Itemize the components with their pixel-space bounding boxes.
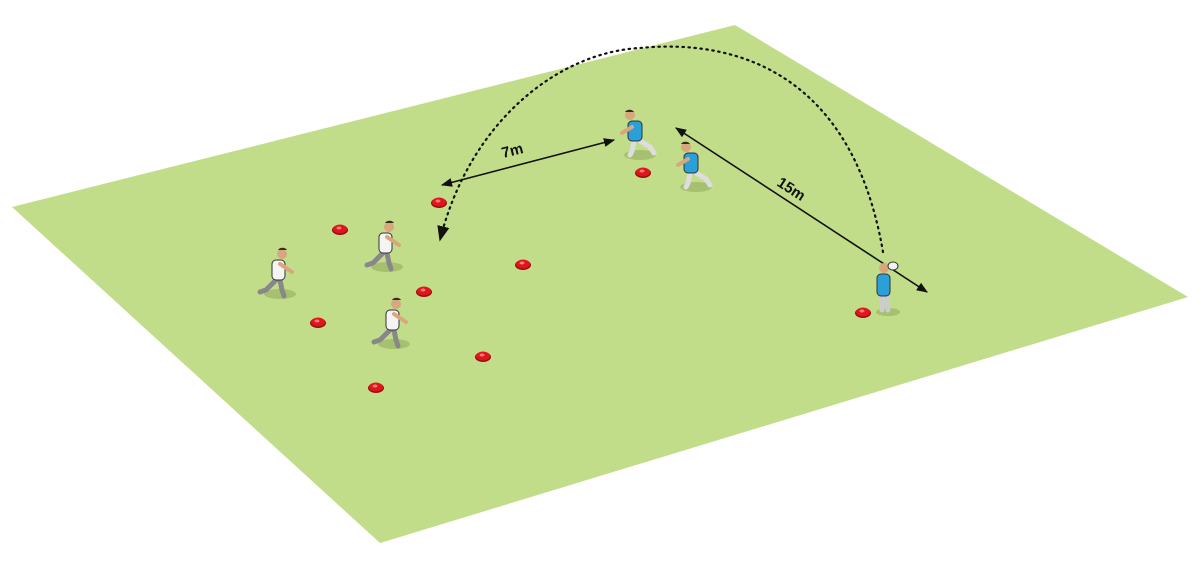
pitch xyxy=(12,25,1188,543)
player-blue xyxy=(676,141,713,192)
player-white xyxy=(364,220,403,272)
player-blue-kicker xyxy=(876,261,900,316)
kick-trajectory xyxy=(437,45,885,254)
white-players xyxy=(257,220,410,349)
blue-players xyxy=(620,109,900,316)
player-blue xyxy=(620,109,657,160)
ball-icon xyxy=(887,261,899,271)
distance-label-7m: 7m xyxy=(500,140,525,162)
distance-arrow-7m xyxy=(440,138,616,187)
player-white xyxy=(371,297,410,349)
player-white xyxy=(257,247,296,299)
